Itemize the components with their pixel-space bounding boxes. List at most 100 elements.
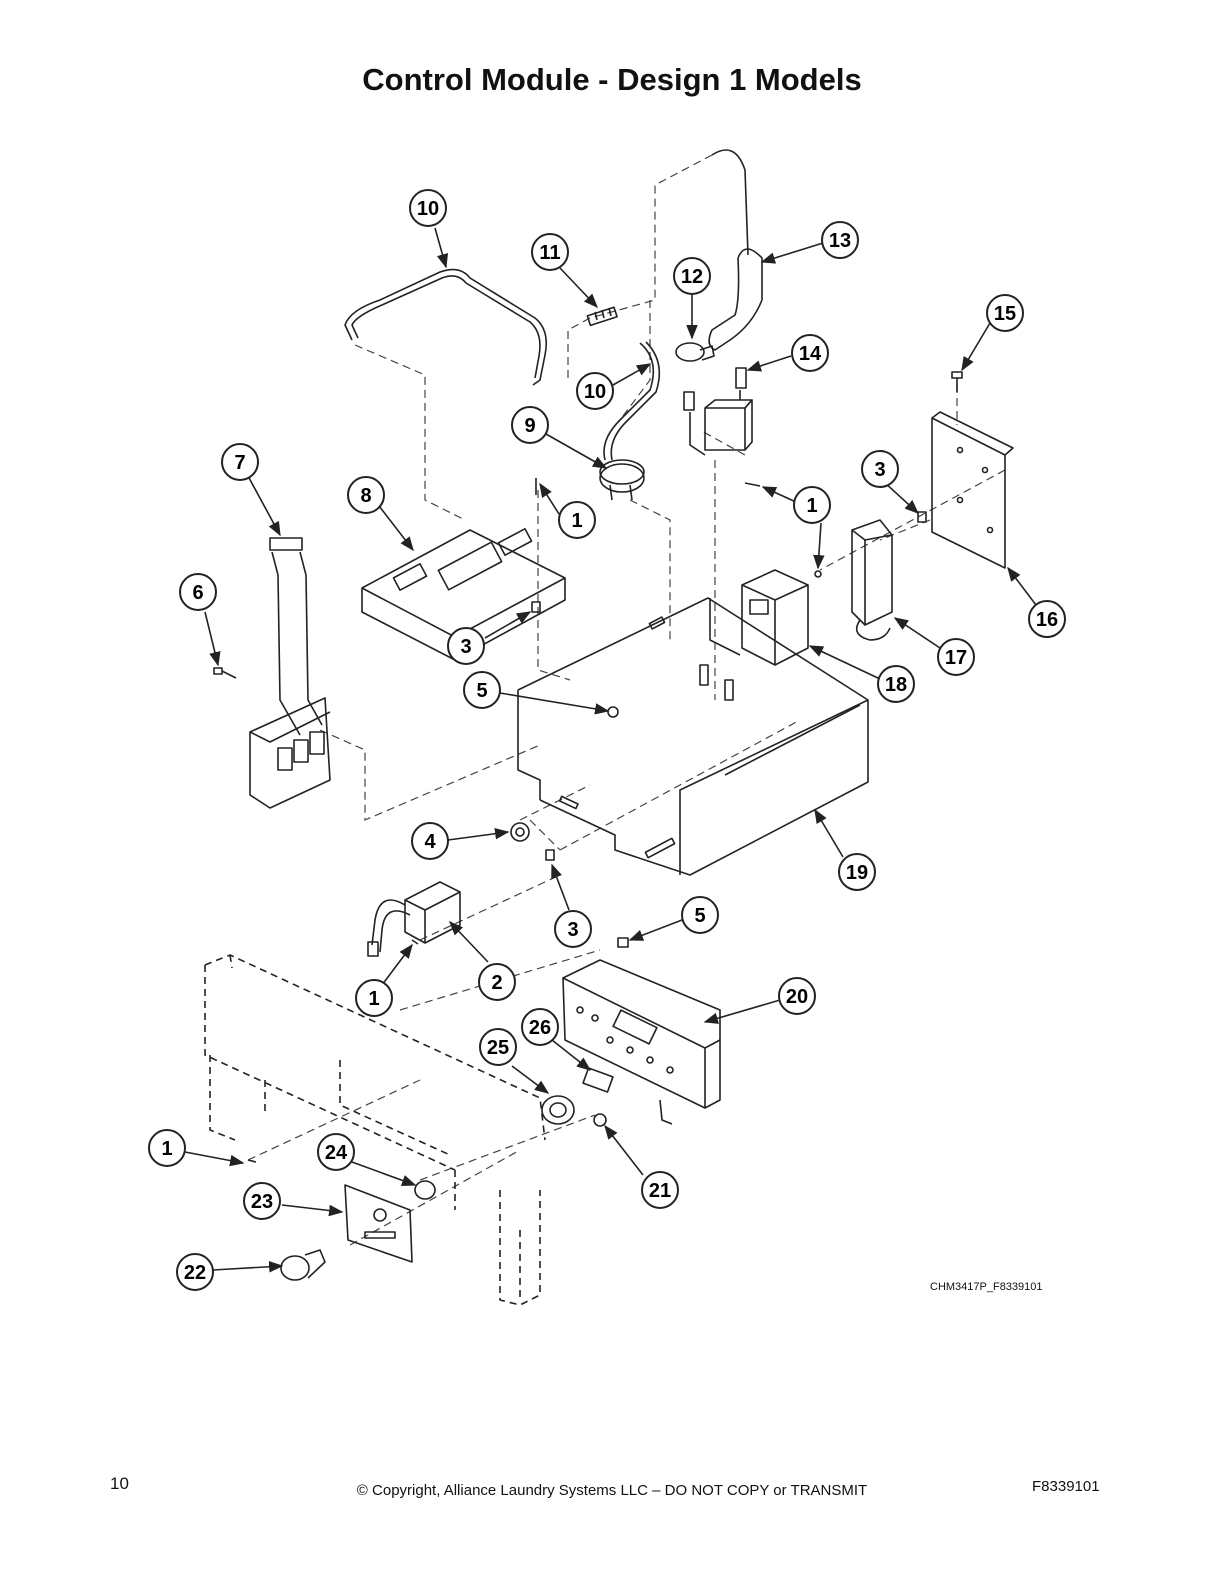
callout-c1c: 1: [355, 979, 393, 1017]
callout-c1b: 1: [793, 486, 831, 524]
callout-circle: [521, 1008, 559, 1046]
knob-part-22: [280, 1249, 326, 1281]
callout-label: 24: [325, 1142, 348, 1164]
callout-circle: [1028, 600, 1066, 638]
callout-label: 10: [584, 381, 606, 403]
callout-label: 1: [368, 988, 379, 1010]
nut-part-5b: [617, 937, 629, 948]
callout-circle: [148, 1129, 186, 1167]
mounting-plate-part: [931, 411, 1014, 569]
callout-c15: 15: [986, 294, 1024, 332]
callout-c16: 16: [1028, 600, 1066, 638]
callout-c6: 6: [179, 573, 217, 611]
callout-c26: 26: [521, 1008, 559, 1046]
callout-label: 1: [161, 1138, 172, 1160]
callout-c5b: 5: [681, 896, 719, 934]
callout-circle: [243, 1182, 281, 1220]
callout-circle: [986, 294, 1024, 332]
callout-label: 1: [571, 510, 582, 532]
bushing-part: [593, 1113, 607, 1127]
callout-c3a: 3: [861, 450, 899, 488]
callout-label: 15: [994, 303, 1016, 325]
callout-circle: [179, 573, 217, 611]
callout-circle: [411, 822, 449, 860]
screw-part: [951, 371, 963, 392]
callout-c13: 13: [821, 221, 859, 259]
callout-c14: 14: [791, 334, 829, 372]
drawing-code: CHM3417P_F8339101: [930, 1281, 1043, 1293]
filter-module-part: [851, 519, 893, 641]
page-title: Control Module - Design 1 Models: [362, 62, 862, 97]
callout-c7: 7: [221, 443, 259, 481]
callout-label: 23: [251, 1191, 273, 1213]
callout-circle: [937, 638, 975, 676]
callout-label: 8: [360, 485, 371, 507]
callout-label: 5: [476, 680, 487, 702]
callout-label: 17: [945, 647, 967, 669]
bracket-part: [344, 1184, 413, 1263]
callout-circle: [355, 979, 393, 1017]
callout-label: 3: [567, 919, 578, 941]
page-number: 10: [110, 1474, 129, 1493]
nut-part-5a: [607, 706, 619, 718]
hose-lower-part: [603, 342, 655, 461]
tee-fitting-part: [586, 306, 618, 327]
callout-c18: 18: [877, 665, 915, 703]
grommet-part: [510, 822, 530, 842]
clip-part-3c: [545, 849, 555, 861]
callout-label: 25: [487, 1037, 509, 1059]
callout-circle: [558, 501, 596, 539]
callout-circle: [838, 853, 876, 891]
callout-circle: [673, 257, 711, 295]
pressure-switch-part: [599, 459, 645, 501]
callout-label: 3: [874, 459, 885, 481]
callout-c3c: 3: [554, 910, 592, 948]
callout-label: 18: [885, 674, 907, 696]
front-console-outline: [204, 954, 546, 1306]
callout-c12: 12: [673, 257, 711, 295]
callout-label: 10: [417, 198, 439, 220]
callout-circle: [317, 1133, 355, 1171]
callout-circle: [463, 671, 501, 709]
callout-circle: [478, 963, 516, 1001]
callout-label: 13: [829, 230, 851, 252]
callout-c9: 9: [511, 406, 549, 444]
callout-c5a: 5: [463, 671, 501, 709]
callout-c4: 4: [411, 822, 449, 860]
callout-label: 3: [460, 636, 471, 658]
callout-label: 7: [234, 452, 245, 474]
callout-label: 9: [524, 415, 535, 437]
knob-part: [541, 1095, 575, 1125]
copyright-notice: © Copyright, Alliance Laundry Systems LL…: [356, 1482, 868, 1499]
callout-circle: [877, 665, 915, 703]
callout-label: 20: [786, 986, 808, 1008]
callout-c20: 20: [778, 977, 816, 1015]
callout-c21: 21: [641, 1171, 679, 1209]
screw-part-6: [213, 667, 237, 679]
callout-c24: 24: [317, 1133, 355, 1171]
ui-board-part: [562, 959, 721, 1125]
screw-part-1b: [744, 482, 761, 487]
callout-circle: [447, 627, 485, 665]
callout-circle: [531, 233, 569, 271]
callout-label: 6: [192, 582, 203, 604]
callout-label: 2: [491, 972, 502, 994]
callout-label: 12: [681, 266, 703, 288]
callout-c11: 11: [531, 233, 569, 271]
callout-c10b: 10: [576, 372, 614, 410]
callout-c3b: 3: [447, 627, 485, 665]
callout-label: 22: [184, 1262, 206, 1284]
document-number: F8339101: [1032, 1478, 1100, 1495]
callout-label: 1: [806, 495, 817, 517]
callout-label: 26: [529, 1017, 551, 1039]
callout-circle: [176, 1253, 214, 1291]
callout-c19: 19: [838, 853, 876, 891]
callout-label: 14: [799, 343, 822, 365]
callout-circle: [791, 334, 829, 372]
callout-circle: [576, 372, 614, 410]
leader-arrows: [184, 227, 1037, 1273]
screw-part-1d: [247, 1159, 257, 1163]
callout-circle: [778, 977, 816, 1015]
